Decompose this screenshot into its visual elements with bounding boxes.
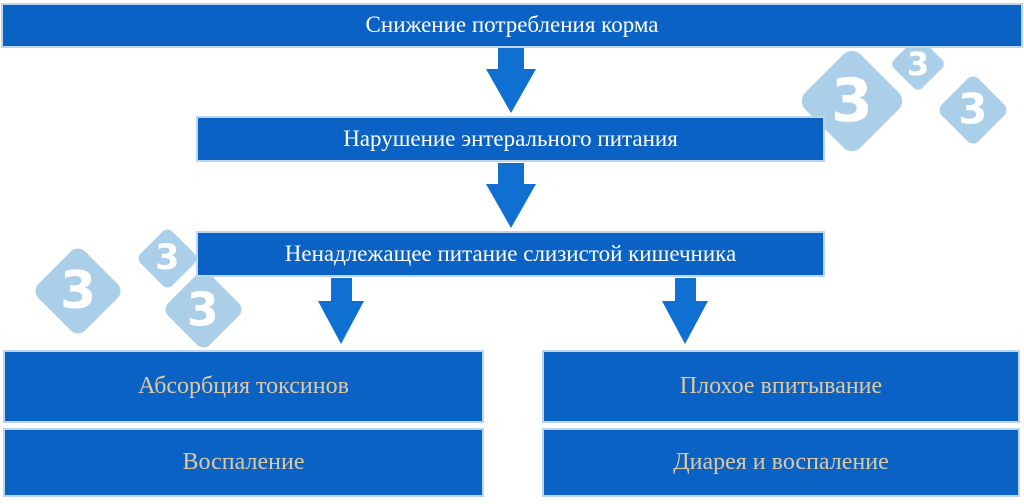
arrow-head bbox=[486, 69, 536, 113]
watermark-digit: 3 bbox=[831, 66, 873, 136]
down-arrow-icon bbox=[662, 278, 708, 344]
watermark-digit: 3 bbox=[59, 261, 97, 321]
down-arrow-icon bbox=[486, 48, 536, 113]
arrow-head bbox=[486, 184, 536, 228]
flow-box-label: Воспаление bbox=[182, 448, 305, 475]
down-arrow-icon bbox=[486, 163, 536, 228]
flow-box-label: Плохое впитывание bbox=[679, 372, 883, 399]
watermark-digit: 3 bbox=[187, 282, 220, 337]
flow-box-feed-intake-reduction: Снижение потребления корма bbox=[1, 3, 1023, 48]
flow-box-inflammation: Воспаление bbox=[3, 428, 484, 497]
arrow-shaft bbox=[674, 278, 696, 301]
flow-box-label: Абсорбция токсинов bbox=[138, 372, 349, 399]
flow-box-label: Нарушение энтерального питания bbox=[343, 125, 678, 151]
arrow-shaft bbox=[498, 163, 524, 184]
watermark-digit: 3 bbox=[958, 84, 988, 134]
watermark-diamond-icon: 3 bbox=[31, 244, 125, 338]
arrow-head bbox=[318, 301, 364, 344]
arrow-head bbox=[662, 301, 708, 344]
flow-box-label: Диарея и воспаление bbox=[673, 448, 889, 475]
flow-box-toxin-absorption: Абсорбция токсинов bbox=[3, 350, 484, 423]
watermark-digit: 3 bbox=[906, 44, 930, 83]
watermark-digit: 3 bbox=[155, 237, 180, 278]
flow-box-poor-absorption: Плохое впитывание bbox=[542, 350, 1020, 423]
flow-box-label: Снижение потребления корма bbox=[365, 12, 659, 38]
flow-box-label: Ненадлежащее питание слизистой кишечника bbox=[284, 240, 737, 266]
down-arrow-icon bbox=[318, 278, 364, 344]
flow-box-diarrhea-inflammation: Диарея и воспаление bbox=[542, 428, 1020, 497]
flow-box-enteral-nutrition-disorder: Нарушение энтерального питания bbox=[196, 116, 825, 162]
arrow-shaft bbox=[498, 48, 524, 69]
watermark-diamond-icon: 3 bbox=[936, 73, 1010, 147]
arrow-shaft bbox=[330, 278, 352, 301]
flow-box-mucosa-malnutrition: Ненадлежащее питание слизистой кишечника bbox=[196, 231, 825, 277]
